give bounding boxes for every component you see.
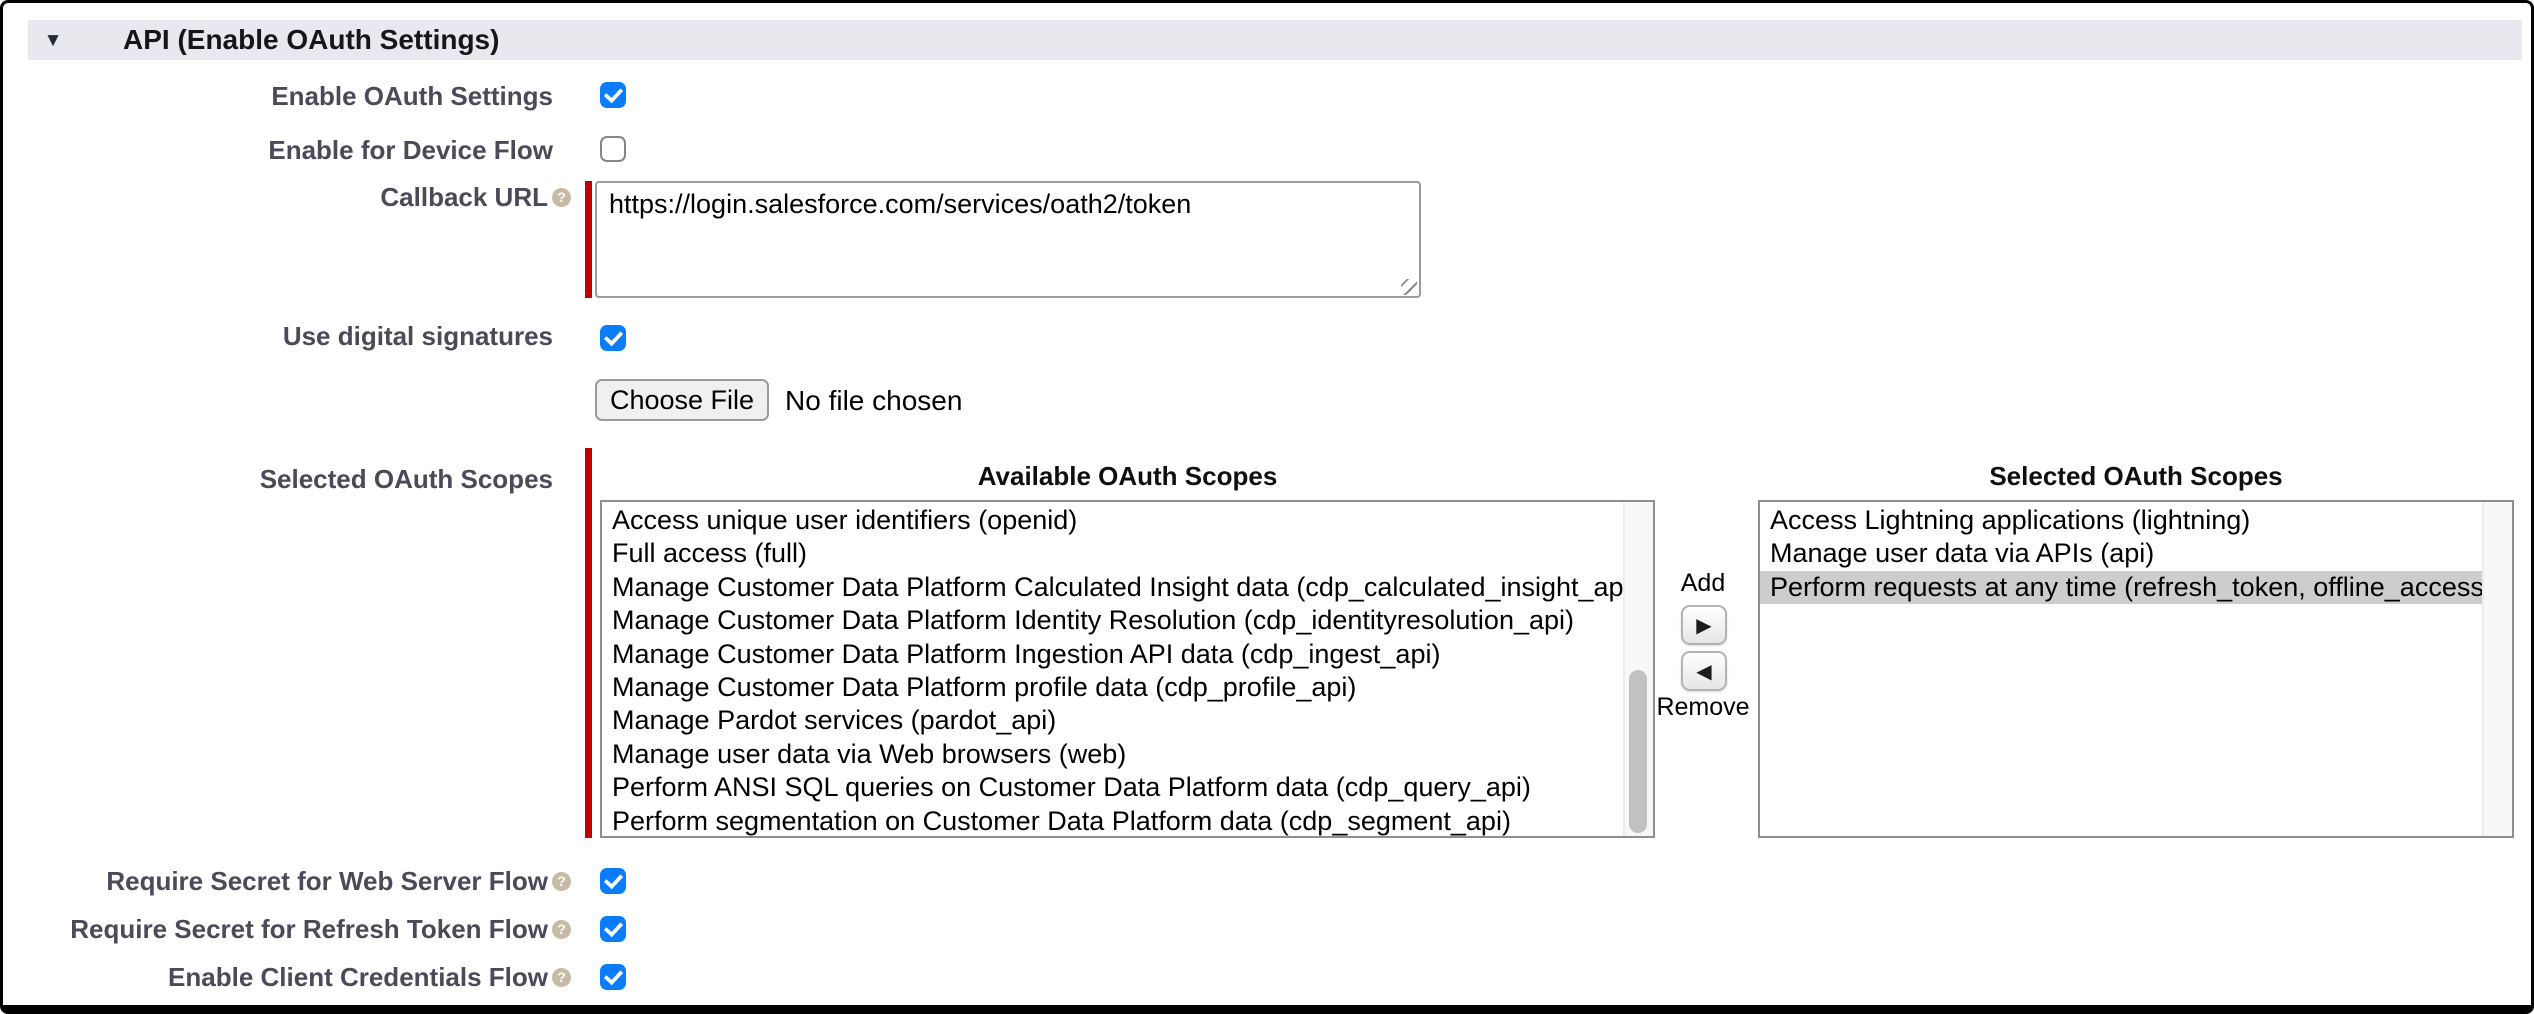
add-button[interactable]: ▶ (1681, 605, 1727, 645)
available-scopes-header: Available OAuth Scopes (977, 461, 1278, 491)
client-credentials-label-text: Enable Client Credentials Flow (168, 962, 548, 992)
available-scopes-list: Access unique user identifiers (openid)F… (602, 504, 1639, 836)
scope-option[interactable]: Perform requests at any time (refresh_to… (1760, 570, 2493, 605)
scope-option[interactable]: Full access (full) (612, 538, 808, 569)
choose-file-button[interactable]: Choose File (595, 379, 769, 421)
selected-scopes-list: Access Lightning applications (lightning… (1760, 504, 2493, 836)
digital-signatures-checkbox[interactable] (600, 325, 626, 351)
device-flow-label-text: Enable for Device Flow (268, 135, 553, 165)
required-bar (585, 181, 592, 298)
scope-option[interactable]: Perform segmentation on Customer Data Pl… (612, 805, 1511, 836)
selected-scopes-header: Selected OAuth Scopes (1989, 461, 2283, 491)
add-label: Add (1680, 569, 1726, 597)
remove-button[interactable]: ◀ (1681, 651, 1727, 691)
help-icon[interactable]: ? (552, 871, 571, 891)
client-credentials-label: Enable Client Credentials Flow ? (83, 963, 571, 991)
callback-url-label: Callback URL ? (83, 183, 571, 211)
digital-signatures-label: Use digital signatures (83, 322, 553, 350)
file-status-text: No file chosen (785, 385, 963, 416)
scrollbar-track[interactable] (1623, 502, 1653, 836)
remove-label: Remove (1656, 693, 1750, 721)
collapse-triangle-icon[interactable]: ▼ (43, 30, 63, 51)
scope-option[interactable]: Access unique user identifiers (openid) (612, 505, 1078, 535)
scope-option[interactable]: Manage Pardot services (pardot_api) (612, 705, 1057, 736)
client-credentials-checkbox[interactable] (600, 964, 626, 990)
scope-option[interactable]: Manage user data via Web browsers (web) (612, 738, 1127, 769)
selected-scopes-listbox[interactable]: Access Lightning applications (lightning… (1758, 500, 2514, 838)
section-header: ▼ API (Enable OAuth Settings) (28, 20, 2522, 60)
digital-signatures-label-text: Use digital signatures (282, 321, 553, 351)
available-scopes-listbox[interactable]: Access unique user identifiers (openid)F… (600, 500, 1655, 838)
require-secret-refresh-label: Require Secret for Refresh Token Flow ? (70, 915, 571, 943)
enable-oauth-checkbox[interactable] (600, 82, 626, 108)
scrollbar-track[interactable] (2482, 502, 2512, 836)
scope-option[interactable]: Manage Customer Data Platform Calculated… (612, 571, 1639, 602)
scope-option[interactable]: Manage Customer Data Platform Identity R… (612, 605, 1574, 636)
require-secret-web-label-text: Require Secret for Web Server Flow (106, 866, 548, 896)
oauth-scopes-label: Selected OAuth Scopes (83, 465, 553, 493)
enable-oauth-label: Enable OAuth Settings (83, 82, 553, 110)
device-flow-checkbox[interactable] (600, 136, 626, 162)
callback-url-input[interactable]: https://login.salesforce.com/services/oa… (595, 181, 1421, 298)
scope-option[interactable]: Manage Customer Data Platform profile da… (612, 671, 1357, 702)
scope-option[interactable]: Manage Customer Data Platform Ingestion … (612, 638, 1441, 669)
scope-option[interactable]: Access Lightning applications (lightning… (1770, 505, 2251, 535)
require-secret-refresh-checkbox[interactable] (600, 916, 626, 942)
add-arrow-icon: ▶ (1696, 614, 1712, 637)
enable-oauth-label-text: Enable OAuth Settings (271, 81, 553, 111)
require-secret-refresh-label-text: Require Secret for Refresh Token Flow (70, 914, 548, 944)
callback-url-label-text: Callback URL (380, 182, 548, 212)
section-title: API (Enable OAuth Settings) (123, 24, 500, 55)
scope-option[interactable]: Manage user data via APIs (api) (1770, 538, 2155, 569)
scrollbar-thumb[interactable] (1629, 670, 1647, 833)
remove-arrow-icon: ◀ (1696, 660, 1712, 683)
require-secret-web-checkbox[interactable] (600, 868, 626, 894)
help-icon[interactable]: ? (552, 919, 571, 939)
help-icon[interactable]: ? (552, 967, 571, 987)
required-bar (585, 448, 592, 838)
require-secret-web-label: Require Secret for Web Server Flow ? (83, 867, 571, 895)
oauth-scopes-label-text: Selected OAuth Scopes (259, 464, 553, 494)
device-flow-label: Enable for Device Flow (83, 136, 553, 164)
help-icon[interactable]: ? (552, 187, 571, 207)
scope-option[interactable]: Perform ANSI SQL queries on Customer Dat… (612, 772, 1531, 803)
